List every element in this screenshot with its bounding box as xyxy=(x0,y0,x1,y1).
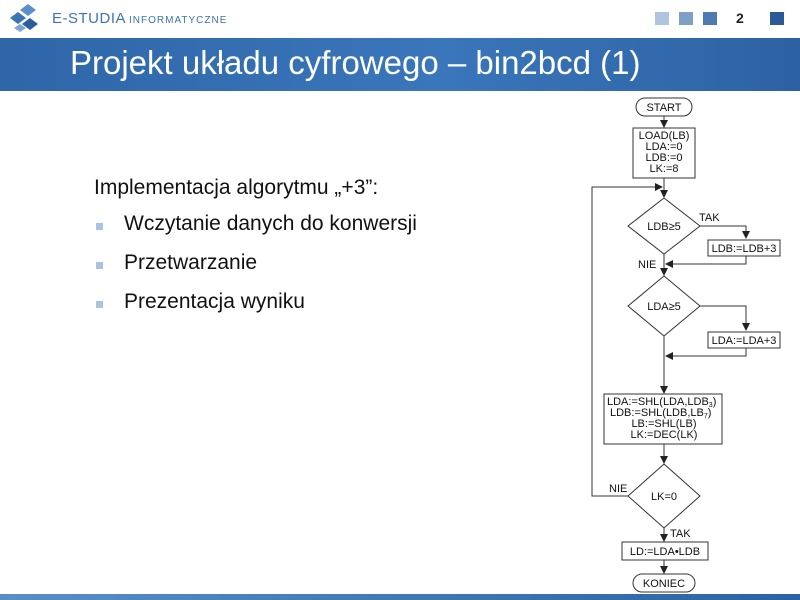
estudia-logo-icon xyxy=(10,4,38,32)
slide-number: 2 xyxy=(736,10,744,26)
yes-label: TAK xyxy=(670,528,691,540)
init-line: LK:=8 xyxy=(649,163,678,175)
bullet-square-icon xyxy=(96,223,103,230)
init-line: LDB:=0 xyxy=(646,152,683,164)
action-lda-label: LDA:=LDA+3 xyxy=(712,335,777,347)
nav-square-4[interactable] xyxy=(770,12,784,25)
init-line: LOAD(LB) xyxy=(639,130,690,142)
start-label: START xyxy=(646,102,681,114)
no-label: NIE xyxy=(609,483,627,495)
flowchart: START LOAD(LB) LDA:=0 LDB:=0 LK:=8 LDB≥5… xyxy=(591,97,781,593)
action-lda-box xyxy=(707,331,781,349)
output-label: LD:=LDA•LDB xyxy=(630,546,700,558)
cond-ldb-label: LDB≥5 xyxy=(647,221,681,233)
cond-lda-label: LDA≥5 xyxy=(647,301,681,313)
end-terminal xyxy=(632,573,696,593)
init-line: LDA:=0 xyxy=(646,141,683,153)
shift-line: LDA:=SHL(LDA,LDB3) xyxy=(607,396,716,409)
shift-box xyxy=(603,393,723,445)
end-label: KONIEC xyxy=(643,578,685,590)
shift-line: LB:=SHL(LB) xyxy=(631,418,696,430)
cond-lk-label: LK=0 xyxy=(651,491,677,503)
yes-label: TAK xyxy=(699,212,720,224)
bottom-rule xyxy=(0,594,800,600)
output-box xyxy=(621,541,709,561)
nav-square-1[interactable] xyxy=(655,12,669,25)
bullet-square-icon xyxy=(96,262,103,269)
shift-line: LK:=DEC(LK) xyxy=(631,429,698,441)
title-band xyxy=(0,38,800,91)
init-box xyxy=(632,127,696,179)
intro-text: Implementacja algorytmu „+3”: xyxy=(94,176,379,199)
action-ldb-label: LDB:=LDB+3 xyxy=(712,243,777,255)
action-ldb-box xyxy=(707,239,781,257)
slide-title: Projekt układu cyfrowego – bin2bcd (1) xyxy=(70,44,641,81)
nav-square-3[interactable] xyxy=(703,12,717,25)
no-label: NIE xyxy=(638,259,656,271)
shift-line: LDB:=SHL(LDB,LB7) xyxy=(610,407,711,420)
nav-square-2[interactable] xyxy=(679,12,693,25)
bullet-square-icon xyxy=(96,301,103,308)
